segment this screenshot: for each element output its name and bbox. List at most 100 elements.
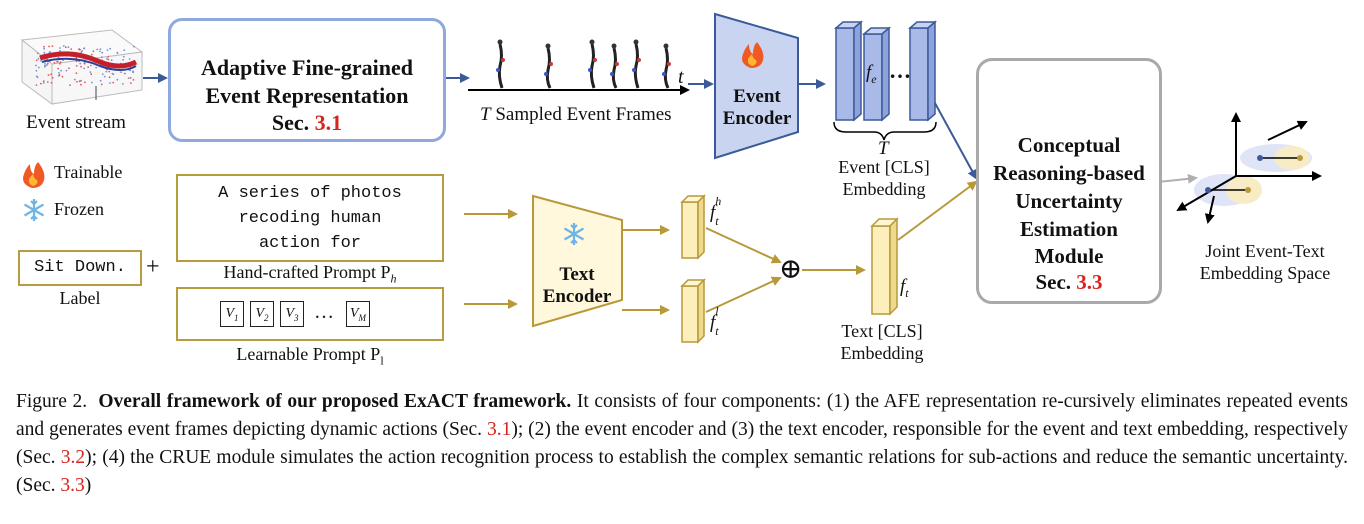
handcrafted-line1: A series of photos [218,184,402,203]
event-dot [130,82,132,84]
fh-f: f [710,202,716,223]
event-dot [79,62,82,65]
event-dot [65,69,68,72]
event-dot [58,72,60,74]
event-embedding-line1: Event [CLS] [838,157,930,177]
caption-bold: Overall framework of our proposed ExACT … [98,391,572,412]
event-dot [44,63,46,65]
afe-line2: Event Representation [205,83,409,108]
legend-trainable: Trainable [54,162,123,182]
event-dot [110,59,113,61]
event-dot [68,67,70,70]
event-dot [59,47,61,49]
event-dot [50,73,52,76]
event-dot [122,55,125,58]
event-dot [123,72,126,75]
crue-sec-prefix: Sec. [1035,270,1072,294]
event-encoder-line2: Encoder [722,108,792,129]
label-caption: Label [59,288,101,308]
caption-ref-3-1[interactable]: 3.1 [486,419,512,440]
event-dot [49,51,51,53]
event-stream-label: Event stream [26,112,126,133]
fl-sup: l [715,304,719,318]
event-frame-silhouette [632,39,641,89]
fe-brace-T: T [878,138,889,159]
event-dot [76,80,78,83]
event-dot [108,70,111,73]
event-frame-silhouette [588,39,597,89]
fh-sub: t [715,214,719,228]
event-dot [99,50,101,53]
crue-line2: Reasoning-based [993,161,1145,185]
event-dot [106,49,109,51]
event-dot [99,79,102,82]
joint-space-line1: Joint Event-Text [1205,241,1325,261]
caption-ref-3-2[interactable]: 3.2 [60,447,86,468]
text-embedding-line1: Text [CLS] [841,321,923,341]
learnable-token: VM [346,301,370,327]
event-dot [75,60,78,63]
event-dot [75,72,78,75]
caption-ref-3-3[interactable]: 3.3 [60,475,85,496]
crue-line3: Uncertainty [1015,189,1123,213]
event-dot [67,46,70,48]
event-dot [40,82,42,85]
event-encoder-shape [714,12,799,160]
crue-box: Conceptual Reasoning-based Uncertainty E… [976,58,1162,304]
event-dot [90,73,93,76]
event-dot [57,60,59,63]
event-dot [51,76,54,79]
event-dot [90,53,93,56]
arrow-crue-to-space [1157,173,1198,184]
event-dot [42,80,45,83]
event-frame-silhouette [662,43,671,89]
event-dot [70,48,73,50]
handcrafted-prompt-label: Hand-crafted Prompt Ph [176,262,444,287]
event-dot [100,83,103,86]
event-dot [100,56,103,59]
event-dot [91,81,93,84]
encoder-snowflake-icon [563,223,585,245]
crue-sec-link[interactable]: 3.3 [1076,270,1103,294]
event-dot [45,64,48,66]
arrow-fl-to-sum [705,276,782,313]
event-dot [40,59,42,62]
event-dot [60,69,62,72]
afe-sec-prefix: Sec. [271,110,310,135]
event-dot [103,75,106,78]
arrow-ft-to-crue [897,180,978,241]
event-embedding-bars [833,20,938,141]
event-dot [129,77,132,79]
fe-sub: e [871,71,877,86]
handcrafted-line2: recoding human [238,209,382,228]
event-dot [84,81,86,84]
plus-sign: + [146,254,160,280]
event-embedding-label: Event [CLS] Embedding [826,156,942,200]
event-dot [107,55,110,58]
event-dot [53,61,56,64]
event-dot [35,64,37,67]
event-embedding-line2: Embedding [842,179,926,199]
text-feature-fh-bar [680,194,706,260]
text-feature-ft-bar [870,217,899,316]
afe-sec-link[interactable]: 3.1 [314,110,343,135]
frames-caption-T: T [480,104,491,125]
fe-label: fe [866,62,877,87]
event-dot [61,75,64,78]
event-dot [47,74,50,76]
ft-sub: t [905,285,909,300]
event-dot [83,62,86,65]
flame-icon [23,162,45,188]
fl-sub: t [715,324,719,338]
text-embedding-line2: Embedding [840,343,924,363]
event-dot [112,81,115,84]
crue-line1: Conceptual [1017,133,1121,157]
event-dot [90,64,92,67]
learnable-prompt-label: Learnable Prompt Pl [176,344,444,369]
event-dot [75,65,78,67]
event-dot [87,66,90,68]
ft-f: f [900,276,906,297]
